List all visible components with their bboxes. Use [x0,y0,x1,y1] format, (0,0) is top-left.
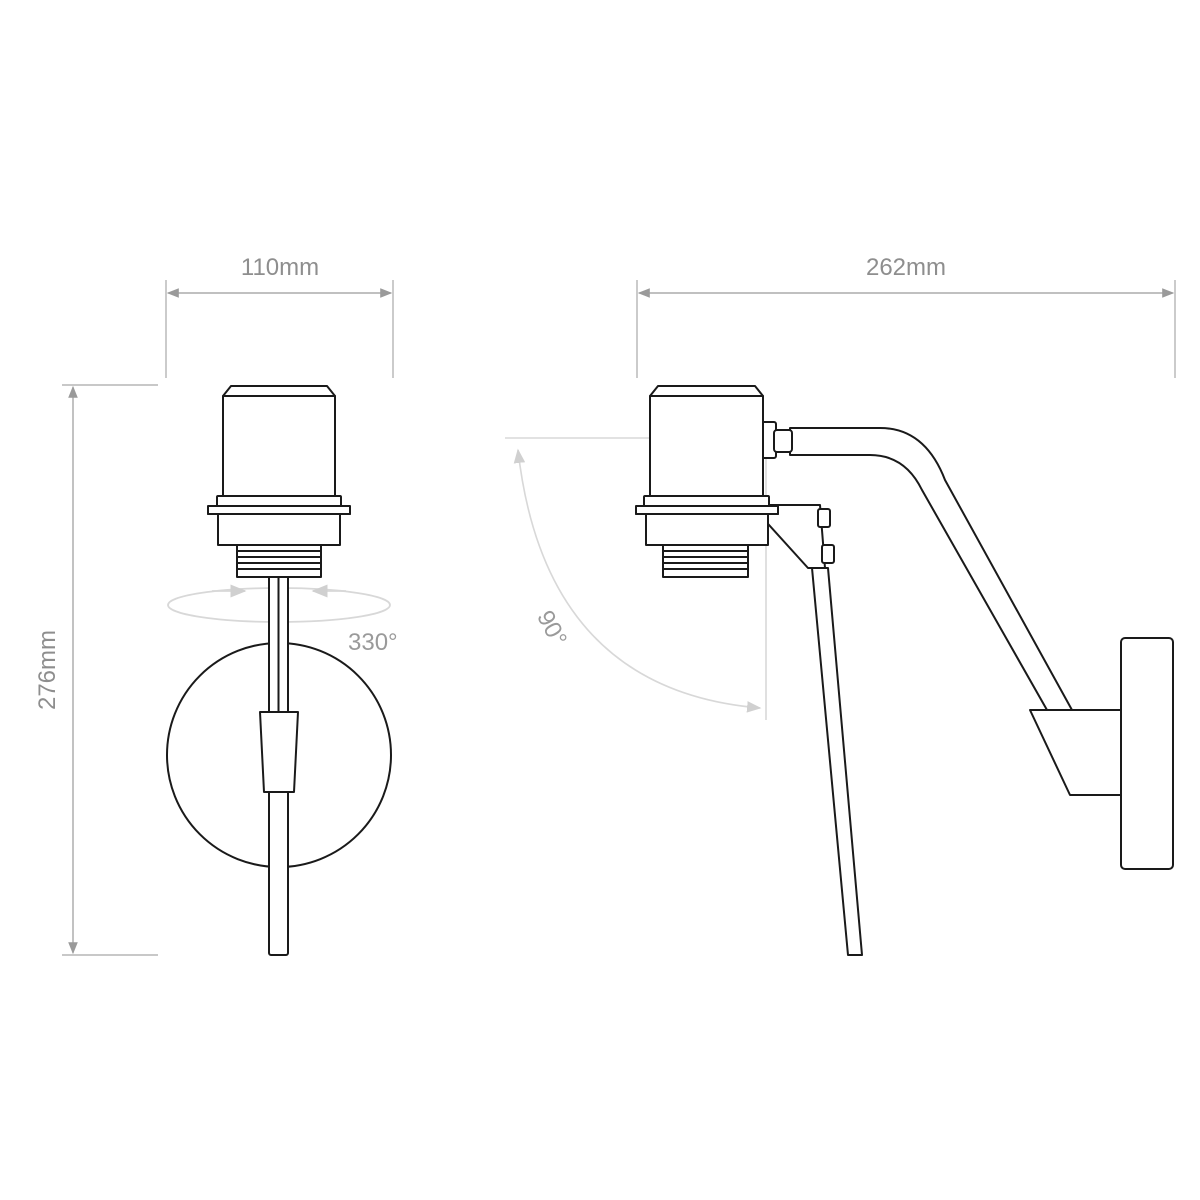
front-holder-cap [222,385,336,497]
front-thread [236,544,322,578]
side-depth-dimension: 262mm [636,254,1176,378]
side-rod [811,567,863,956]
front-width-dimension: 110mm [165,254,394,378]
front-width-label: 110mm [241,254,319,281]
side-thread [662,544,749,578]
side-mount-block [1029,709,1122,796]
side-wall-plate [1120,637,1174,870]
front-holder-collar [207,505,351,546]
side-holder-cap [649,385,764,497]
rotation-angle-label: 330° [348,629,398,656]
side-arm [789,427,1073,711]
side-view: 90° [505,385,1174,956]
side-depth-label: 262mm [866,254,946,281]
side-holder-collar [635,505,779,546]
front-view: 330° [166,385,398,956]
height-dimension: 276mm [34,384,158,956]
front-clamp [259,711,299,793]
height-label: 276mm [34,630,61,710]
tilt-angle-label: 90° [531,606,572,651]
